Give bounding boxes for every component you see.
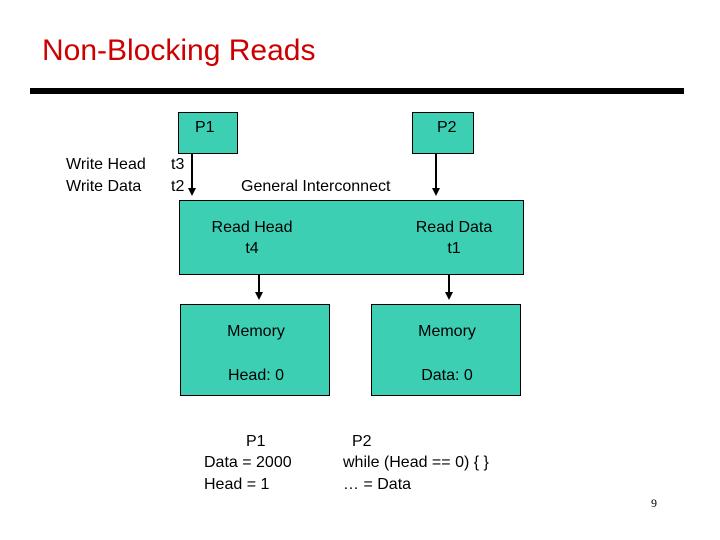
memory-right-label: Memory: [418, 323, 476, 340]
read-data-time: t1: [447, 240, 461, 257]
write-head-time: t3: [171, 156, 185, 173]
memory-left-box: Memory Head: 0: [180, 304, 330, 396]
memory-right-value: Data: 0: [421, 367, 473, 384]
interconnect-box: Read Head t4 Read Data t1: [179, 200, 524, 275]
memory-left-label: Memory: [227, 323, 285, 340]
write-data-label: Write Data: [66, 178, 142, 195]
processor-p1-label: P1: [195, 119, 215, 136]
memory-left-value: Head: 0: [227, 367, 285, 384]
code-p1-line2: Head = 1: [204, 476, 270, 493]
processor-p1-box: P1: [178, 112, 238, 154]
code-p2-line1: while (Head == 0) { }: [343, 454, 489, 471]
code-p2-line2: … = Data: [343, 476, 412, 493]
write-data-time: t2: [171, 178, 185, 195]
read-head-label: Read Head: [211, 219, 293, 236]
processor-p2-label: P2: [437, 119, 457, 136]
title-rule: [30, 88, 684, 94]
page-number: 9: [651, 496, 657, 510]
interconnect-label: General Interconnect: [241, 178, 391, 195]
write-head-label: Write Head: [66, 156, 146, 173]
slide-title: Non-Blocking Reads: [42, 34, 316, 67]
code-p1-name: P1: [246, 433, 266, 450]
processor-p2-box: P2: [412, 112, 474, 154]
read-data-label: Read Data: [415, 219, 493, 236]
read-head-time: t4: [245, 240, 259, 257]
code-p1-line1: Data = 2000: [204, 454, 292, 471]
code-p2-name: P2: [352, 433, 372, 450]
memory-right-box: Memory Data: 0: [371, 304, 521, 396]
